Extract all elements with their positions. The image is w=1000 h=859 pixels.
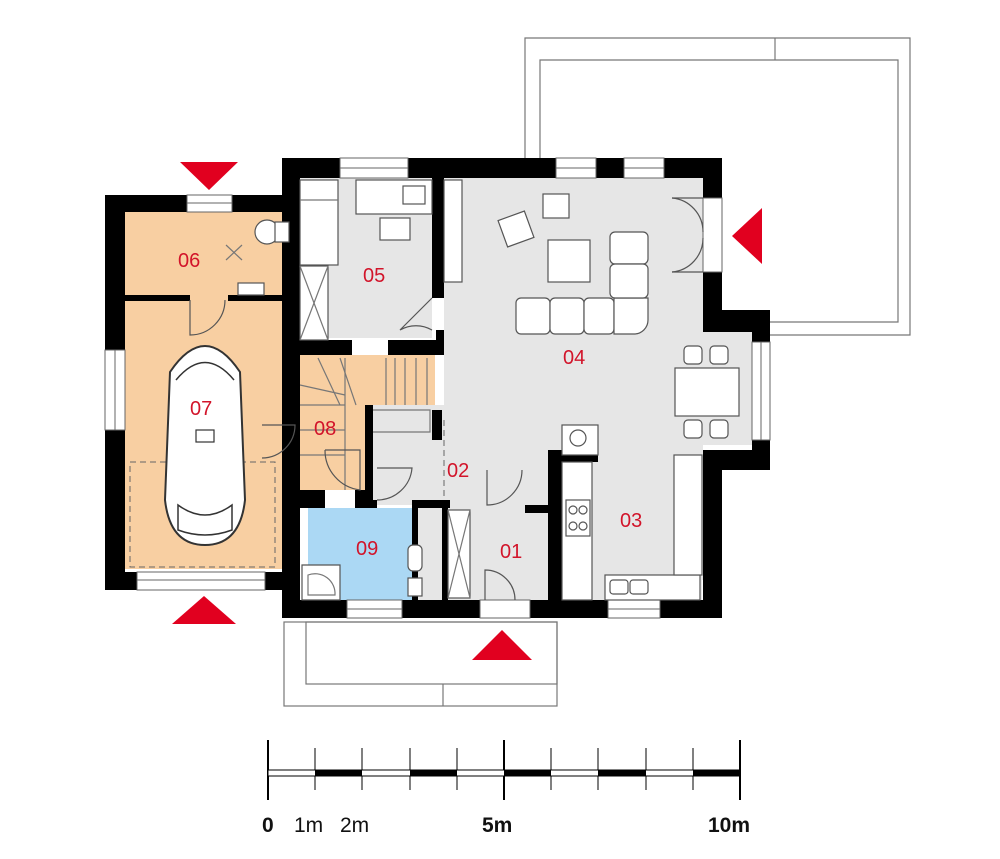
room-labels: 06 07 05 04 08 02 03 09 01: [178, 250, 642, 563]
room-label-03: 03: [620, 510, 642, 532]
windows: [104, 157, 771, 619]
room-label-06: 06: [178, 250, 200, 272]
door-swings: [189, 197, 704, 601]
entry-arrow-icon: [172, 596, 236, 624]
scale-label-5m: 5m: [482, 814, 512, 837]
room-label-08: 08: [314, 418, 336, 440]
entry-arrows: [172, 162, 762, 660]
porch-bottom: [283, 621, 558, 707]
room-label-05: 05: [363, 265, 385, 287]
scale-bar: 0 1m 2m 5m 10m: [262, 740, 750, 837]
entry-arrow-icon: [472, 630, 532, 660]
scale-label-2m: 2m: [340, 814, 369, 837]
car-icon: [163, 345, 247, 547]
floor-room-02: [365, 405, 445, 505]
furniture: [225, 179, 740, 601]
room-label-02: 02: [447, 460, 469, 482]
room-label-01: 01: [500, 541, 522, 563]
scale-label-1m: 1m: [294, 814, 323, 837]
room-label-07: 07: [190, 398, 212, 420]
entry-arrow-icon: [180, 162, 238, 190]
scale-label-10m: 10m: [708, 814, 750, 837]
scale-label-0: 0: [262, 814, 274, 837]
entry-arrow-icon: [732, 208, 762, 264]
room-label-04: 04: [563, 347, 585, 369]
terrace-top-right: [524, 37, 911, 336]
room-label-09: 09: [356, 538, 378, 560]
